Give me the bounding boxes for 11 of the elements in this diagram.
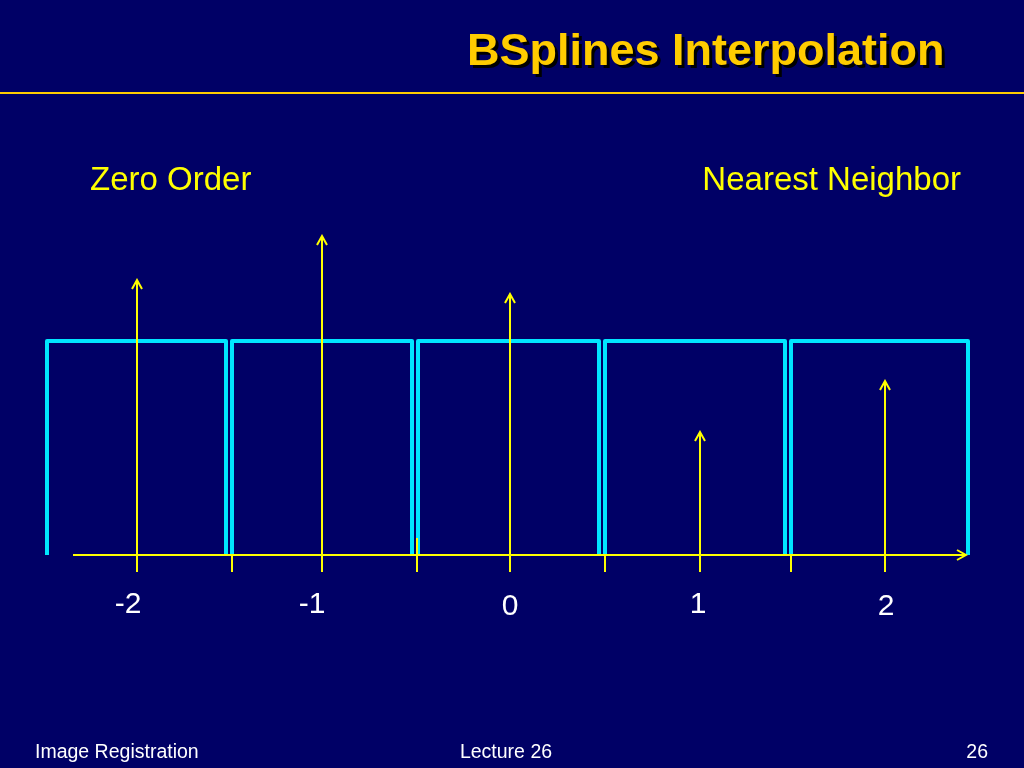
page-number: 26 [966,740,988,763]
tick-label: 0 [501,588,519,623]
footer-text: Lecture 26 [459,740,553,763]
tick-label: 1 [689,586,707,621]
section-label: Nearest Neighbor [702,160,961,198]
tick-label: -2 [114,586,142,621]
section-label: Zero Order [90,160,252,198]
footer-text: Image Registration [35,740,199,763]
tick-label: 2 [877,588,895,623]
tick-label: -1 [298,586,326,621]
slide-title: BSplines Interpolation [467,24,945,76]
